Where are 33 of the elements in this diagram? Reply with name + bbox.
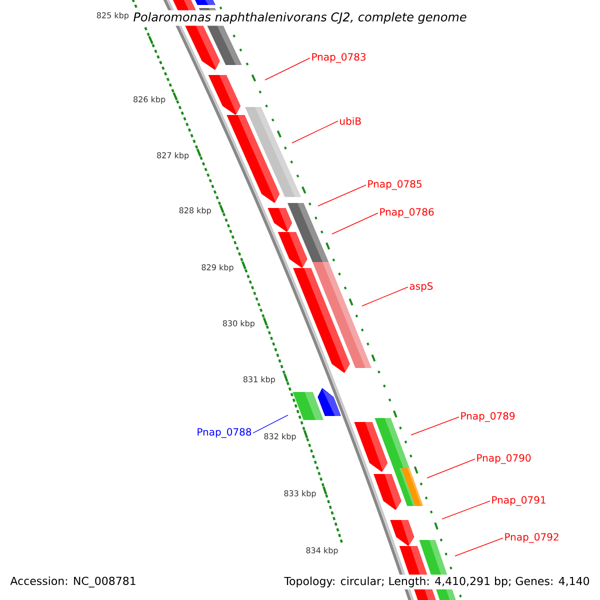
scale-label: 832 kbp	[264, 433, 296, 441]
scale-label: 831 kbp	[243, 376, 276, 384]
gene-label: Pnap_0790	[477, 454, 531, 464]
scale-label: 827 kbp	[157, 152, 189, 160]
scale-label: 829 kbp	[202, 264, 234, 272]
footer-text: Topology: circular; Length: 4,410,291 bp; Genes: 4,140	[282, 574, 592, 590]
leader-line	[426, 458, 476, 478]
scale-label: 833 kbp	[284, 490, 316, 498]
scale-label: 834 kbp	[306, 547, 338, 555]
scale-label: 828 kbp	[179, 207, 211, 215]
leader-line	[264, 58, 310, 80]
gene-label: Pnap_0788	[198, 428, 252, 438]
gene-label: aspS	[410, 282, 433, 292]
gene-label: ubiB	[340, 117, 361, 125]
title: Polaromonas naphthalenivorans CJ2, complete genome	[131, 10, 469, 26]
gene-label: Pnap_0783	[312, 53, 366, 63]
footer-text: Accession: NC_008781	[8, 574, 138, 590]
gene-label: Pnap_0786	[380, 208, 434, 218]
gene-label: Pnap_0789	[461, 412, 515, 422]
gene-label: Pnap_0785	[368, 180, 422, 190]
leader-line	[454, 538, 504, 556]
leader-line	[410, 416, 460, 436]
leader-line	[318, 184, 366, 206]
scale-label: 830 kbp	[222, 320, 255, 328]
gene-label: Pnap_0792	[505, 533, 558, 543]
leader-line	[442, 500, 490, 520]
gene-label: Pnap_0791	[492, 496, 546, 506]
leader-line	[252, 414, 288, 434]
leader-line	[332, 212, 378, 234]
scale-label: 825 kbp	[96, 12, 129, 20]
leader-line	[362, 286, 408, 306]
leader-line	[292, 120, 338, 144]
scale-label: 826 kbp	[134, 96, 166, 104]
